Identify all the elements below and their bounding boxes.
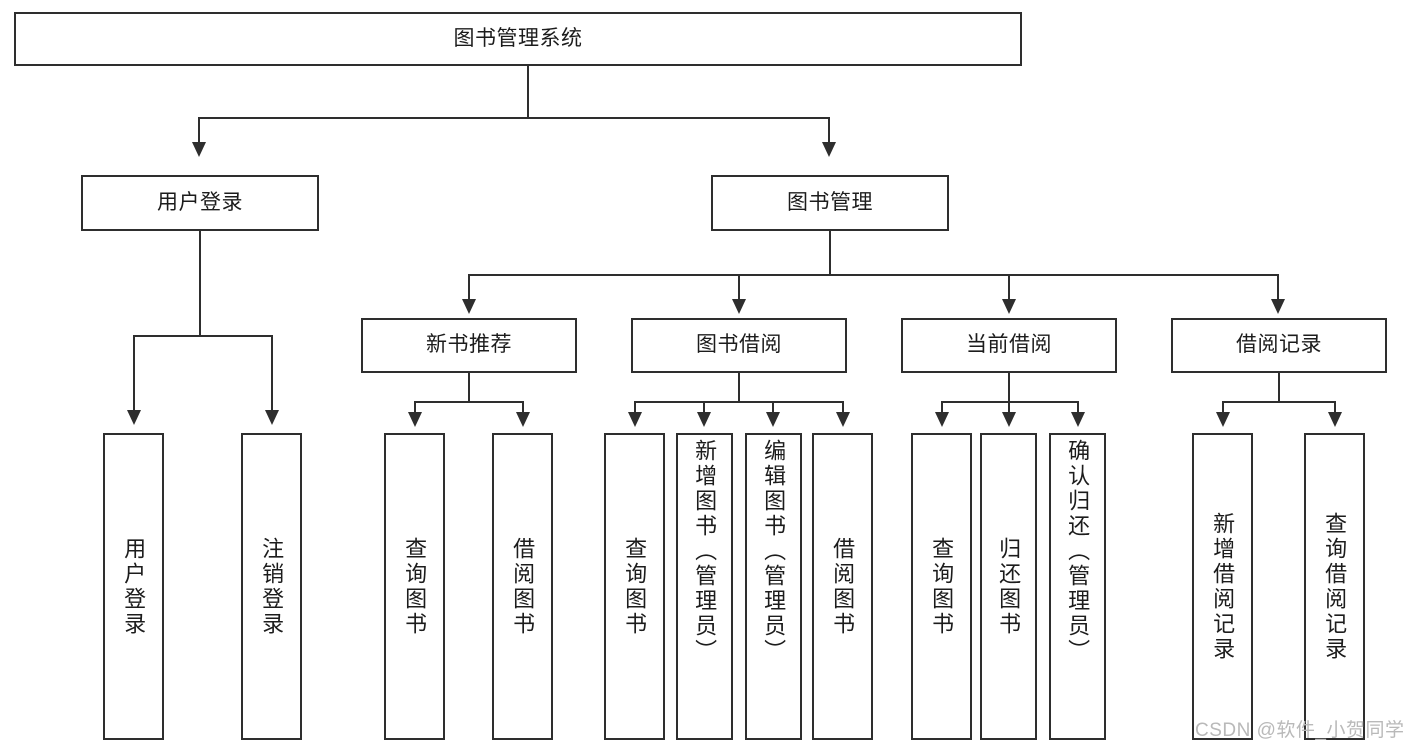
connector-current-borrow-bus xyxy=(941,401,1079,403)
arrow-confirm-return xyxy=(1071,412,1085,427)
node-book-borrow[interactable]: 图书借阅 xyxy=(631,318,847,373)
connector-drop-edit-book-admin xyxy=(772,401,774,415)
arrow-new-book-rec xyxy=(462,299,476,314)
connector-root-stem xyxy=(527,66,529,118)
connector-borrow-record-stem xyxy=(1278,373,1280,402)
leaf-logout-label: 注销登录 xyxy=(259,536,285,637)
node-book-manage-label: 图书管理 xyxy=(787,190,873,214)
arrow-edit-book-admin xyxy=(766,412,780,427)
connector-new-book-rec-stem xyxy=(468,373,470,402)
connector-drop-return-book xyxy=(1008,401,1010,415)
leaf-query-book-2-label: 查询图书 xyxy=(622,536,648,637)
connector-drop-confirm-return xyxy=(1077,401,1079,415)
leaf-query-record[interactable]: 查询借阅记录 xyxy=(1304,433,1365,740)
connector-drop-borrow-book-2 xyxy=(842,401,844,415)
connector-new-book-rec-bus xyxy=(414,401,524,403)
node-user-login-label: 用户登录 xyxy=(157,190,243,214)
arrow-borrow-book-2 xyxy=(836,412,850,427)
arrow-user-login xyxy=(192,142,206,157)
leaf-borrow-book-1-label: 借阅图书 xyxy=(510,536,536,637)
connector-drop-add-book-admin xyxy=(703,401,705,415)
leaf-return-book-label: 归还图书 xyxy=(996,536,1022,637)
leaf-query-book-1-label: 查询图书 xyxy=(402,536,428,637)
node-book-manage[interactable]: 图书管理 xyxy=(711,175,949,231)
connector-book-manage-bus xyxy=(468,274,1279,276)
node-current-borrow[interactable]: 当前借阅 xyxy=(901,318,1117,373)
leaf-query-book-1[interactable]: 查询图书 xyxy=(384,433,445,740)
connector-drop-leaf-logout xyxy=(271,335,273,413)
arrow-leaf-logout xyxy=(265,410,279,425)
leaf-add-record[interactable]: 新增借阅记录 xyxy=(1192,433,1253,740)
leaf-add-book-admin-label: 新增图书（管理员） xyxy=(692,439,718,664)
leaf-query-book-3[interactable]: 查询图书 xyxy=(911,433,972,740)
arrow-book-borrow xyxy=(732,299,746,314)
connector-borrow-record-bus xyxy=(1222,401,1336,403)
node-user-login[interactable]: 用户登录 xyxy=(81,175,319,231)
connector-book-borrow-stem xyxy=(738,373,740,402)
connector-drop-book-manage xyxy=(828,117,830,145)
arrow-book-manage xyxy=(822,142,836,157)
arrow-return-book xyxy=(1002,412,1016,427)
leaf-user-login-label: 用户登录 xyxy=(121,536,147,637)
connector-drop-new-book-rec xyxy=(468,274,470,302)
node-root-label: 图书管理系统 xyxy=(453,26,583,50)
node-borrow-record[interactable]: 借阅记录 xyxy=(1171,318,1387,373)
arrow-add-book-admin xyxy=(697,412,711,427)
leaf-user-login[interactable]: 用户登录 xyxy=(103,433,164,740)
connector-root-bus xyxy=(198,117,830,119)
leaf-add-book-admin[interactable]: 新增图书（管理员） xyxy=(676,433,733,740)
connector-drop-query-record xyxy=(1334,401,1336,415)
leaf-return-book[interactable]: 归还图书 xyxy=(980,433,1037,740)
node-root[interactable]: 图书管理系统 xyxy=(14,12,1022,66)
node-book-borrow-label: 图书借阅 xyxy=(696,333,782,357)
arrow-query-book-3 xyxy=(935,412,949,427)
connector-drop-borrow-record xyxy=(1277,274,1279,302)
connector-user-login-stem xyxy=(199,231,201,336)
connector-drop-user-login xyxy=(198,117,200,145)
connector-drop-book-borrow xyxy=(738,274,740,302)
arrow-leaf-user-login xyxy=(127,410,141,425)
connector-drop-query-book-2 xyxy=(634,401,636,415)
connector-drop-current-borrow xyxy=(1008,274,1010,302)
node-new-book-rec[interactable]: 新书推荐 xyxy=(361,318,577,373)
node-new-book-rec-label: 新书推荐 xyxy=(426,333,512,357)
connector-drop-query-book-3 xyxy=(941,401,943,415)
arrow-borrow-book-1 xyxy=(516,412,530,427)
connector-book-manage-stem xyxy=(829,231,831,275)
arrow-query-record xyxy=(1328,412,1342,427)
connector-drop-query-book-1 xyxy=(414,401,416,415)
leaf-borrow-book-2-label: 借阅图书 xyxy=(830,536,856,637)
leaf-query-book-3-label: 查询图书 xyxy=(929,536,955,637)
leaf-query-record-label: 查询借阅记录 xyxy=(1322,511,1348,662)
arrow-query-book-2 xyxy=(628,412,642,427)
connector-drop-add-record xyxy=(1222,401,1224,415)
connector-current-borrow-stem xyxy=(1008,373,1010,402)
leaf-query-book-2[interactable]: 查询图书 xyxy=(604,433,665,740)
leaf-logout[interactable]: 注销登录 xyxy=(241,433,302,740)
leaf-confirm-return-admin[interactable]: 确认归还（管理员） xyxy=(1049,433,1106,740)
leaf-edit-book-admin-label: 编辑图书（管理员） xyxy=(761,439,787,664)
connector-drop-borrow-book-1 xyxy=(522,401,524,415)
arrow-borrow-record xyxy=(1271,299,1285,314)
arrow-query-book-1 xyxy=(408,412,422,427)
arrow-add-record xyxy=(1216,412,1230,427)
leaf-borrow-book-1[interactable]: 借阅图书 xyxy=(492,433,553,740)
leaf-edit-book-admin[interactable]: 编辑图书（管理员） xyxy=(745,433,802,740)
connector-book-borrow-bus xyxy=(634,401,844,403)
node-current-borrow-label: 当前借阅 xyxy=(966,333,1052,357)
leaf-borrow-book-2[interactable]: 借阅图书 xyxy=(812,433,873,740)
node-borrow-record-label: 借阅记录 xyxy=(1236,333,1322,357)
leaf-add-record-label: 新增借阅记录 xyxy=(1210,511,1236,662)
connector-drop-leaf-user-login xyxy=(133,335,135,413)
leaf-confirm-return-admin-label: 确认归还（管理员） xyxy=(1065,439,1091,664)
connector-user-login-bus xyxy=(133,335,273,337)
arrow-current-borrow xyxy=(1002,299,1016,314)
